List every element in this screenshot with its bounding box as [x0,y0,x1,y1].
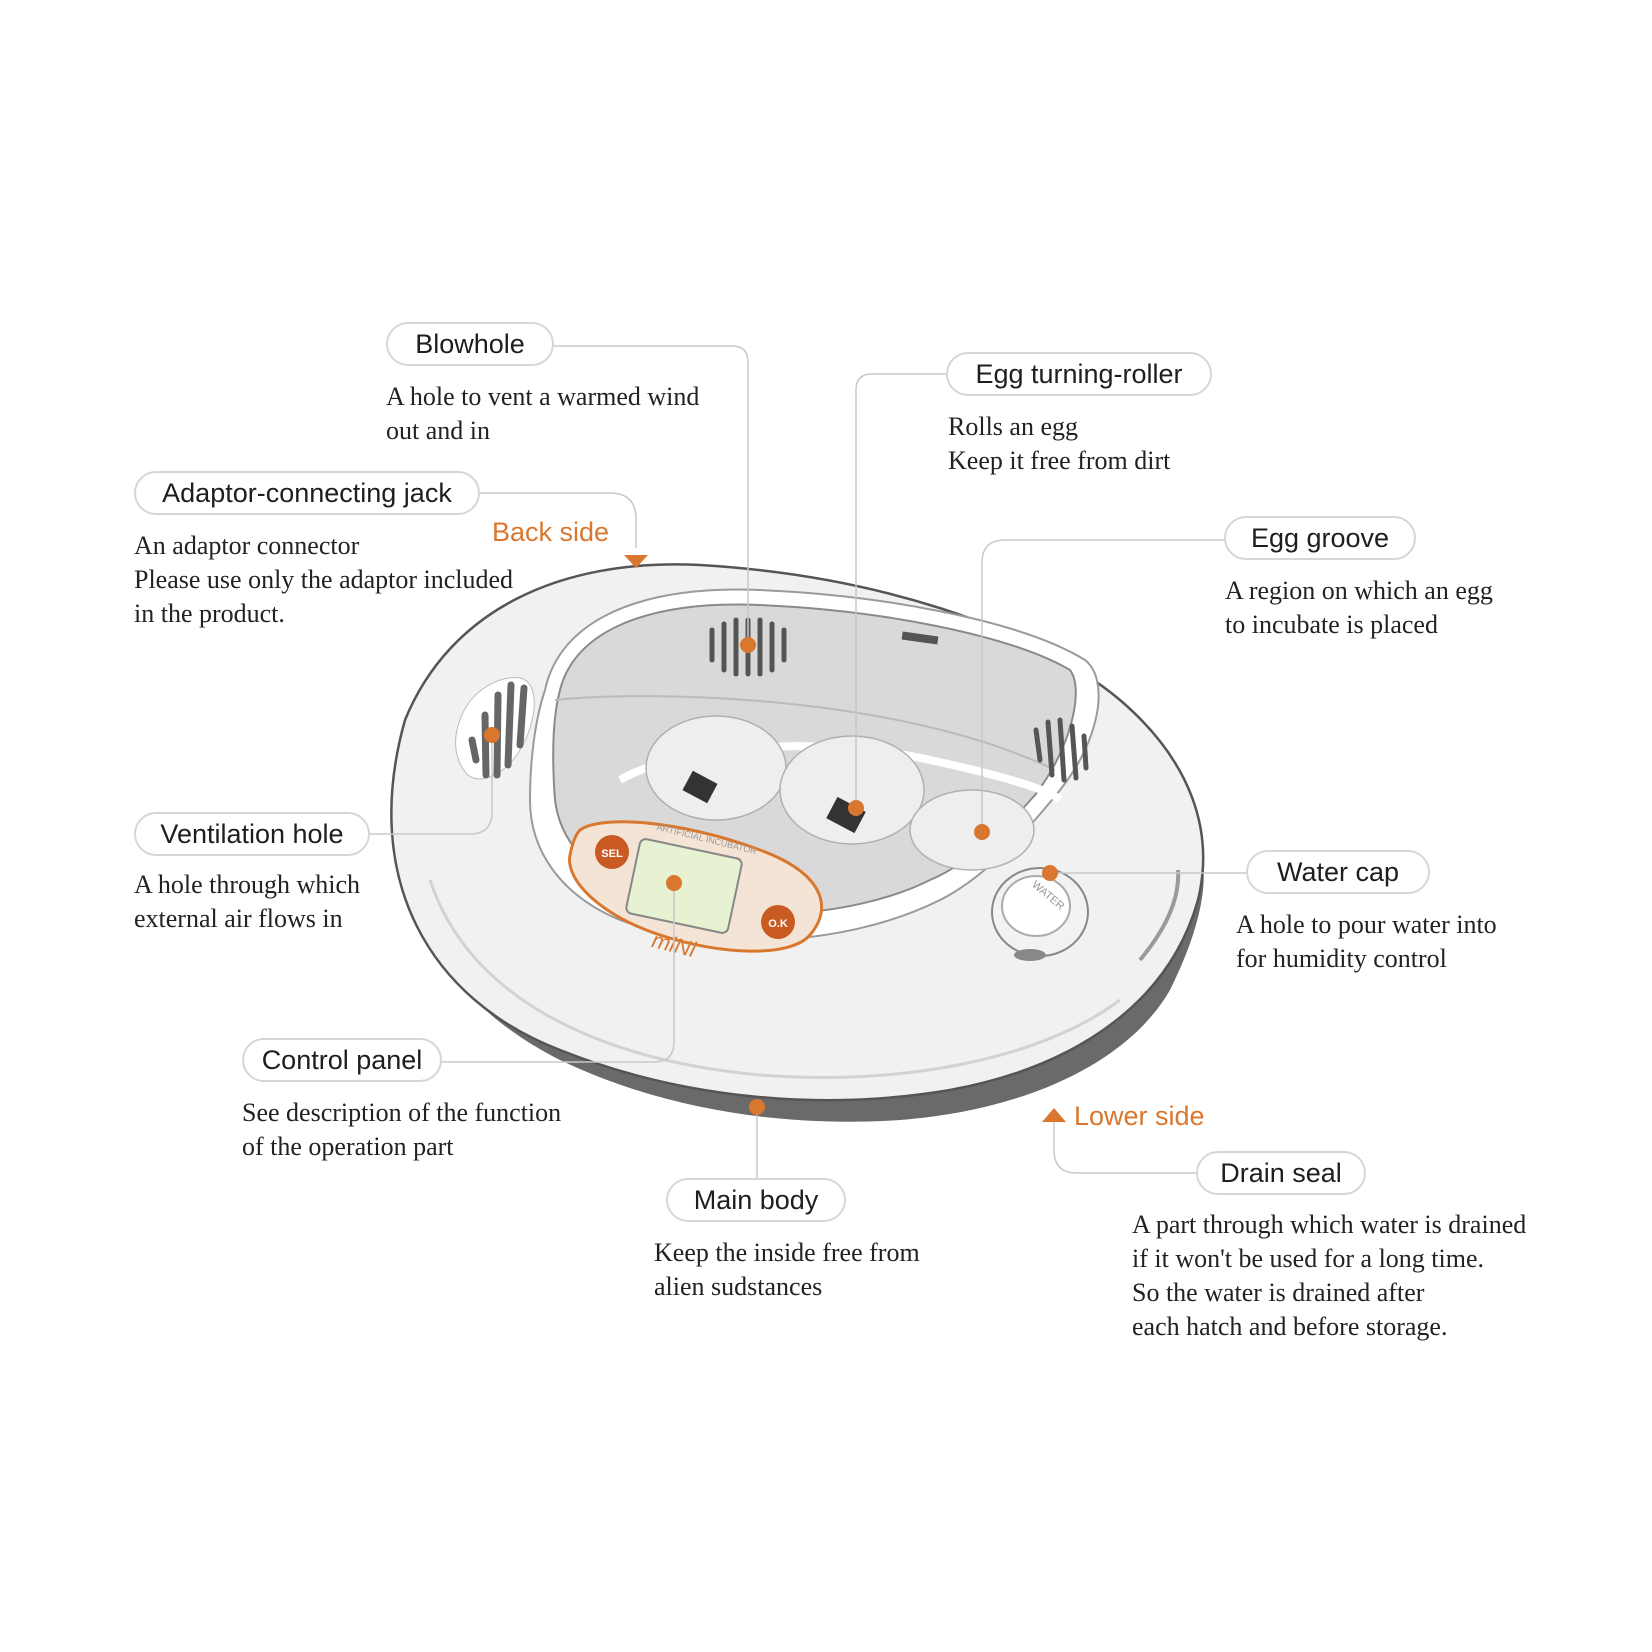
desc-adaptor-connecting-jack: An adaptor connector Please use only the… [134,529,513,631]
desc-line: Keep it free from dirt [948,446,1171,475]
desc-line: A region on which an egg [1225,576,1493,605]
desc-line: to incubate is placed [1225,610,1438,639]
label-ventilation-hole: Ventilation hole [134,812,370,856]
desc-line: Please use only the adaptor included [134,565,514,594]
desc-line: in the product. [134,599,285,628]
marker-blowhole [740,637,756,653]
desc-water-cap: A hole to pour water into for humidity c… [1236,908,1497,976]
desc-control-panel: See description of the function of the o… [242,1096,561,1164]
desc-line: out and in [386,416,490,445]
label-blowhole: Blowhole [386,322,554,366]
egg-turning-roller-1 [682,770,718,804]
desc-line: of the operation part [242,1132,454,1161]
ok-button-label: O.K [768,918,788,930]
water-cap-graphic: WATER [991,867,1089,961]
sel-button-label: SEL [601,848,623,860]
marker-water-cap [1042,865,1058,881]
marker-egg-turning-roller [848,800,864,816]
label-drain-seal: Drain seal [1196,1151,1366,1195]
part-markers [484,637,1058,1115]
desc-blowhole: A hole to vent a warmed wind out and in [386,380,699,448]
desc-line: A hole to pour water into [1236,910,1497,939]
desc-line: See description of the function [242,1098,562,1127]
label-control-panel: Control panel [242,1038,442,1082]
desc-line: A hole through which [134,870,361,899]
label-adaptor-connecting-jack: Adaptor-connecting jack [134,471,480,515]
marker-egg-groove [974,824,990,840]
desc-line: external air flows in [134,904,343,933]
egg-groove-3 [909,789,1035,871]
lower-side-label: Lower side [1074,1101,1205,1131]
desc-line: each hatch and before storage. [1132,1312,1448,1341]
lower-side-arrow [1042,1108,1066,1122]
back-side-arrow [624,555,648,568]
desc-line: An adaptor connector [134,531,360,560]
lcd-screen [625,838,743,934]
ok-button[interactable] [761,905,795,939]
desc-line: Keep the inside free from [654,1238,920,1267]
blowhole-vent-side [1033,717,1089,783]
marker-main-body [749,1099,765,1115]
back-side-label: Back side [492,517,610,547]
side-arrows [624,555,1066,1122]
label-main-body: Main body [666,1178,846,1222]
desc-egg-turning-roller: Rolls an egg Keep it free from dirt [948,410,1170,478]
label-water-cap: Water cap [1246,850,1430,894]
egg-groove-1 [645,715,787,821]
desc-egg-groove: A region on which an egg to incubate is … [1225,574,1493,642]
desc-ventilation-hole: A hole through which external air flows … [134,868,360,936]
desc-line: for humidity control [1236,944,1447,973]
desc-drain-seal: A part through which water is drained if… [1132,1208,1526,1344]
desc-line: So the water is drained after [1132,1278,1425,1307]
egg-groove-2 [779,735,925,845]
marker-ventilation-hole [484,727,500,743]
desc-line: if it won't be used for a long time. [1132,1244,1485,1273]
desc-line: A part through which water is drained [1132,1210,1527,1239]
desc-line: Rolls an egg [948,412,1078,441]
desc-line: A hole to vent a warmed wind [386,382,700,411]
desc-line: alien sudstances [654,1272,823,1301]
label-egg-groove: Egg groove [1224,516,1416,560]
desc-main-body: Keep the inside free from alien sudstanc… [654,1236,920,1304]
sel-button[interactable] [595,835,629,869]
marker-control-panel [666,875,682,891]
egg-turning-roller-2 [826,796,866,834]
leader-lines [370,345,1250,1182]
label-egg-turning-roller: Egg turning-roller [946,352,1212,396]
